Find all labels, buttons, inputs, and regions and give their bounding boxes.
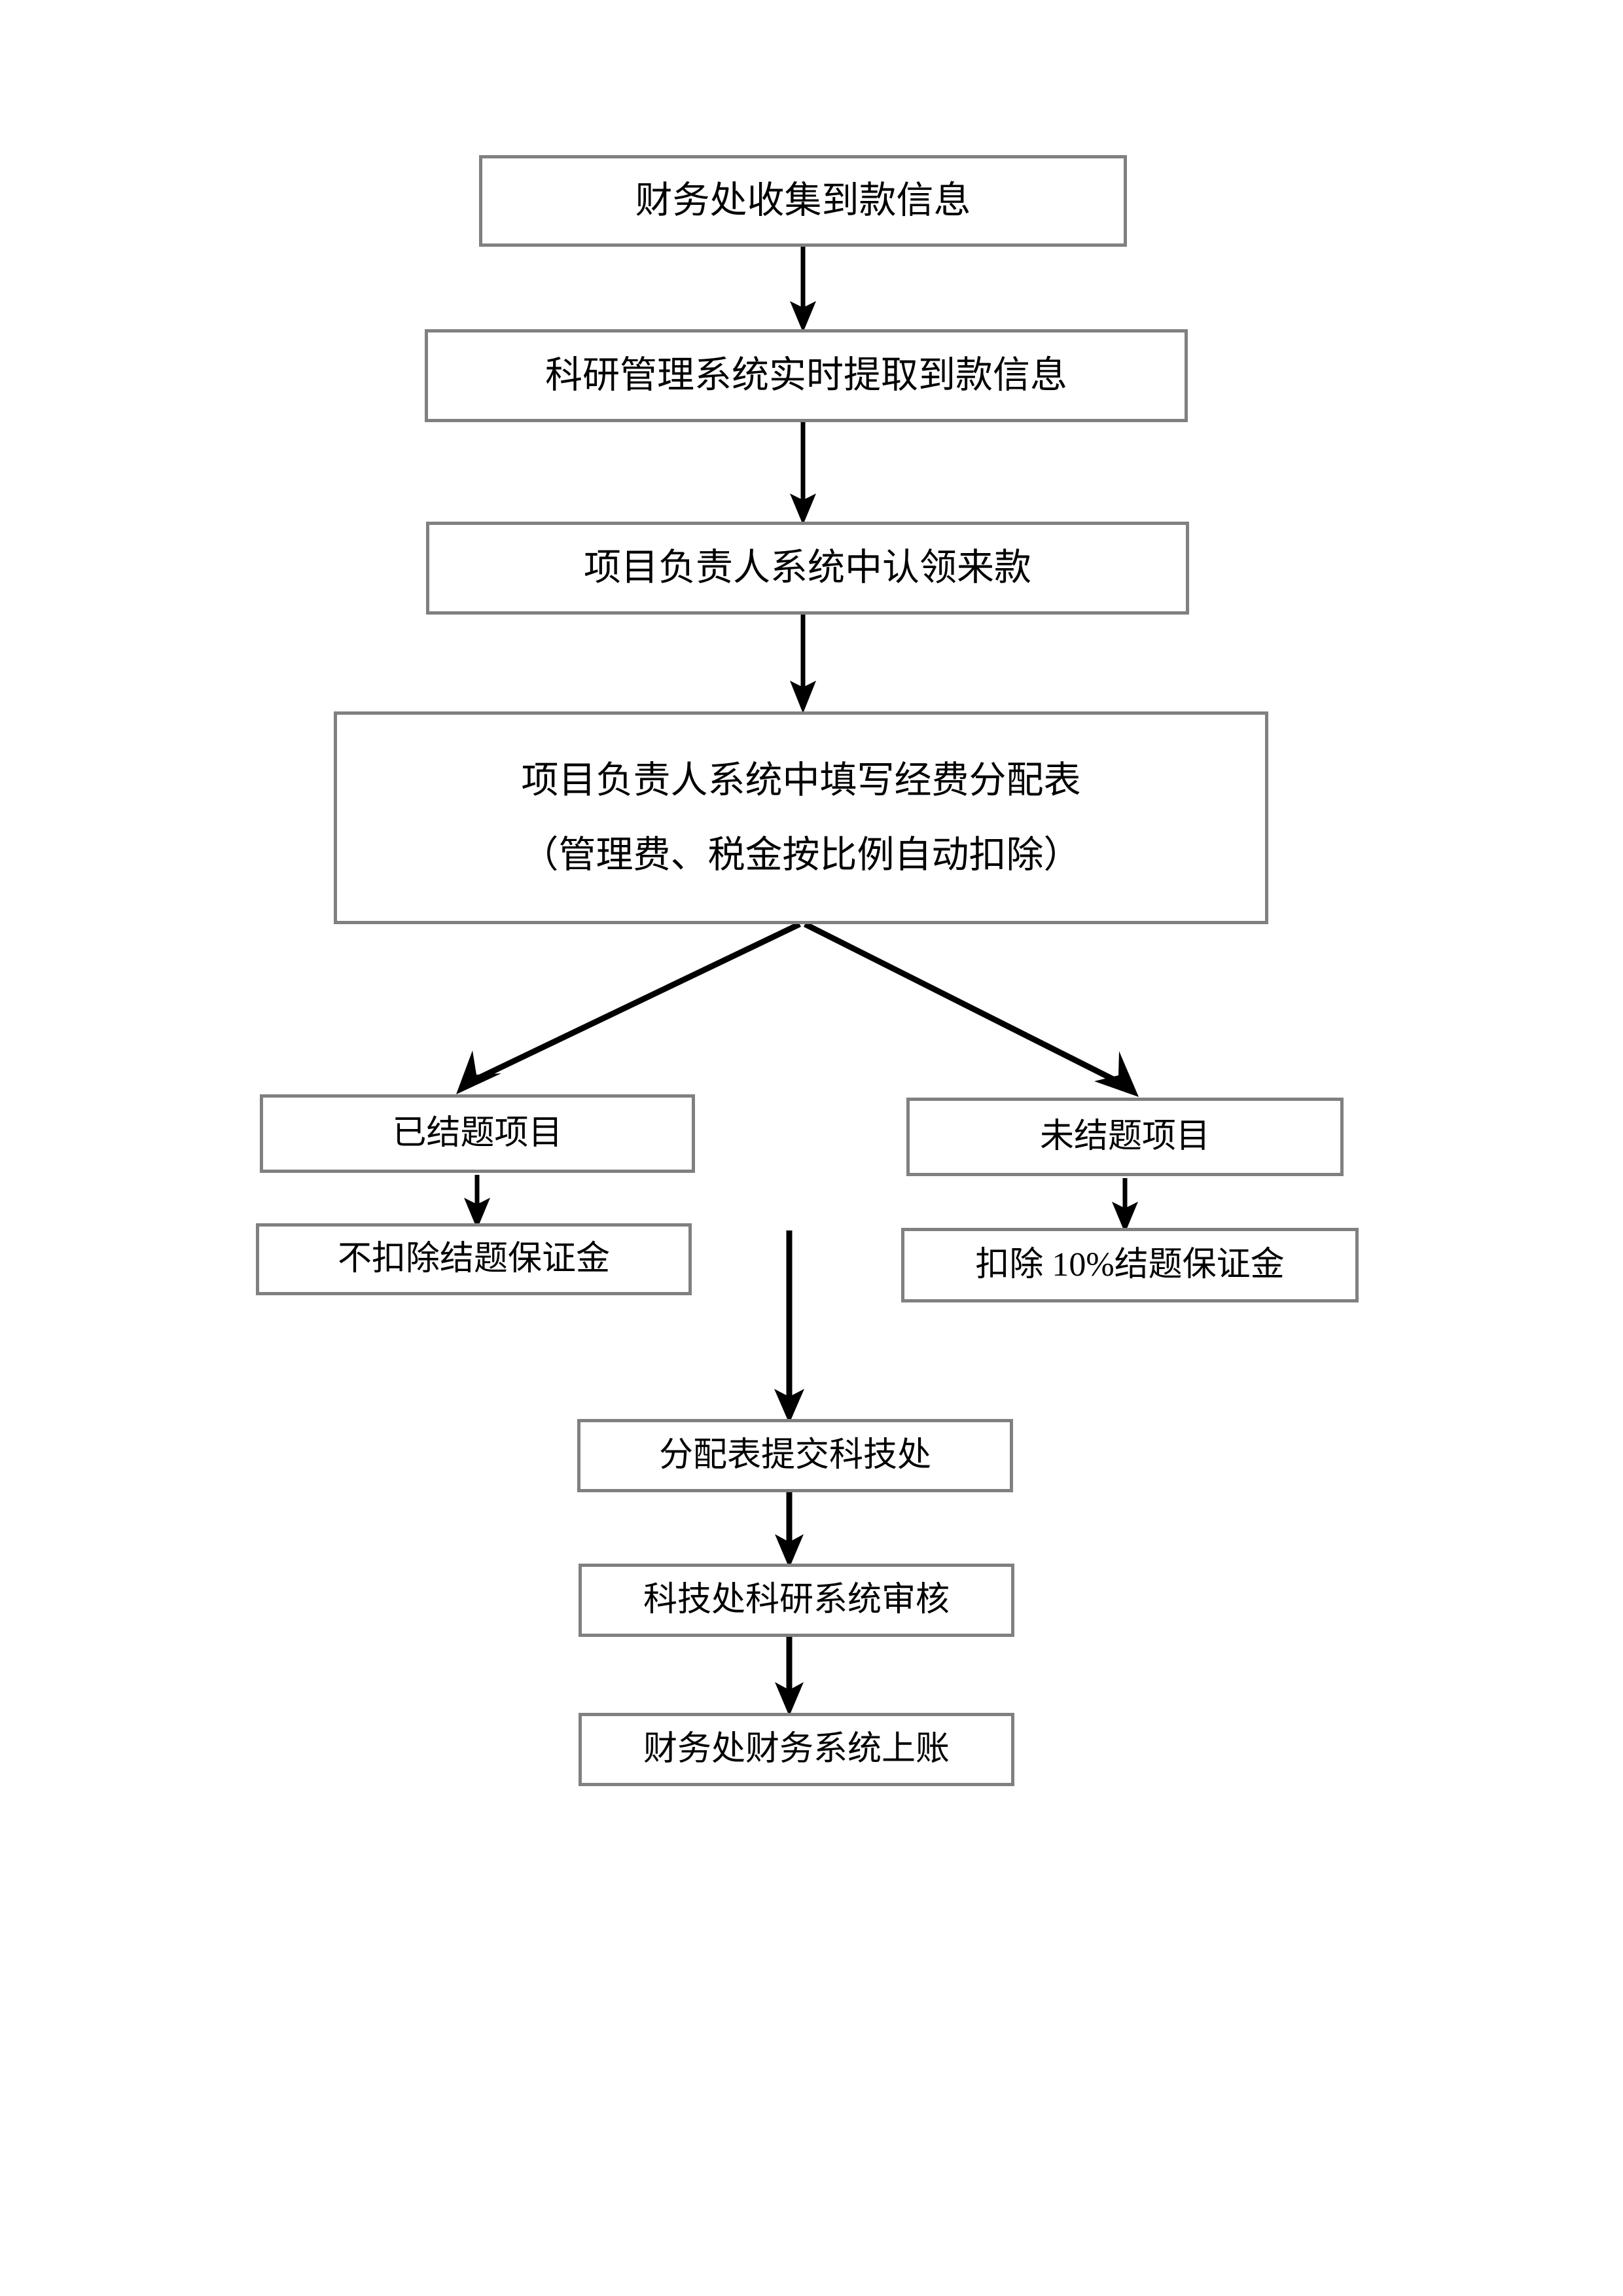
node-label-line-1: 项目负责人系统中填写经费分配表 — [521, 759, 1081, 801]
node-finance-office-post-to-account[interactable]: 财务处财务系统上账 — [579, 1713, 1014, 1786]
edge-submit-to-review — [775, 1492, 804, 1568]
node-submit-form-to-sci-tech-office[interactable]: 分配表提交科技处 — [577, 1419, 1013, 1492]
edge-fill-form-to-open — [803, 921, 1139, 1097]
node-label: 分配表提交科技处 — [658, 1437, 931, 1475]
node-label: 项目负责人系统中认领来款 — [584, 547, 1031, 589]
node-label: 已结题项目 — [392, 1115, 563, 1153]
edge-closed-to-no-deduct — [464, 1175, 490, 1229]
node-label: 扣除 10%结题保证金 — [975, 1246, 1285, 1284]
node-collect-payment-info[interactable]: 财务处收集到款信息 — [479, 155, 1127, 247]
node-label: 科技处科研系统审核 — [643, 1581, 950, 1619]
edge-review-to-post-account — [775, 1637, 804, 1716]
node-label: 科研管理系统实时提取到款信息 — [545, 355, 1067, 397]
node-open-project[interactable]: 未结题项目 — [906, 1098, 1344, 1176]
node-closed-project[interactable]: 已结题项目 — [260, 1094, 695, 1173]
node-label: 不扣除结题保证金 — [337, 1240, 610, 1278]
node-pi-fill-allocation-form[interactable]: 项目负责人系统中填写经费分配表 （管理费、税金按比例自动扣除） — [334, 711, 1268, 924]
node-deduct-10-percent-completion-deposit[interactable]: 扣除 10%结题保证金 — [901, 1228, 1359, 1302]
node-sci-tech-office-system-review[interactable]: 科技处科研系统审核 — [579, 1564, 1014, 1637]
node-no-completion-deposit-deduction[interactable]: 不扣除结题保证金 — [256, 1223, 692, 1295]
node-pi-claim-payment[interactable]: 项目负责人系统中认领来款 — [426, 522, 1189, 615]
edge-fill-form-to-closed — [456, 921, 801, 1094]
node-label: 未结题项目 — [1039, 1118, 1210, 1156]
edge-closed-to-submit — [774, 1230, 804, 1424]
node-label: 财务处财务系统上账 — [643, 1731, 950, 1768]
edge-open-to-deduct-10 — [1112, 1178, 1138, 1233]
node-label: 财务处收集到款信息 — [635, 180, 971, 222]
node-label-line-2: （管理费、税金按比例自动扣除） — [521, 834, 1081, 876]
node-system-extract-payment-info[interactable]: 科研管理系统实时提取到款信息 — [425, 329, 1188, 422]
